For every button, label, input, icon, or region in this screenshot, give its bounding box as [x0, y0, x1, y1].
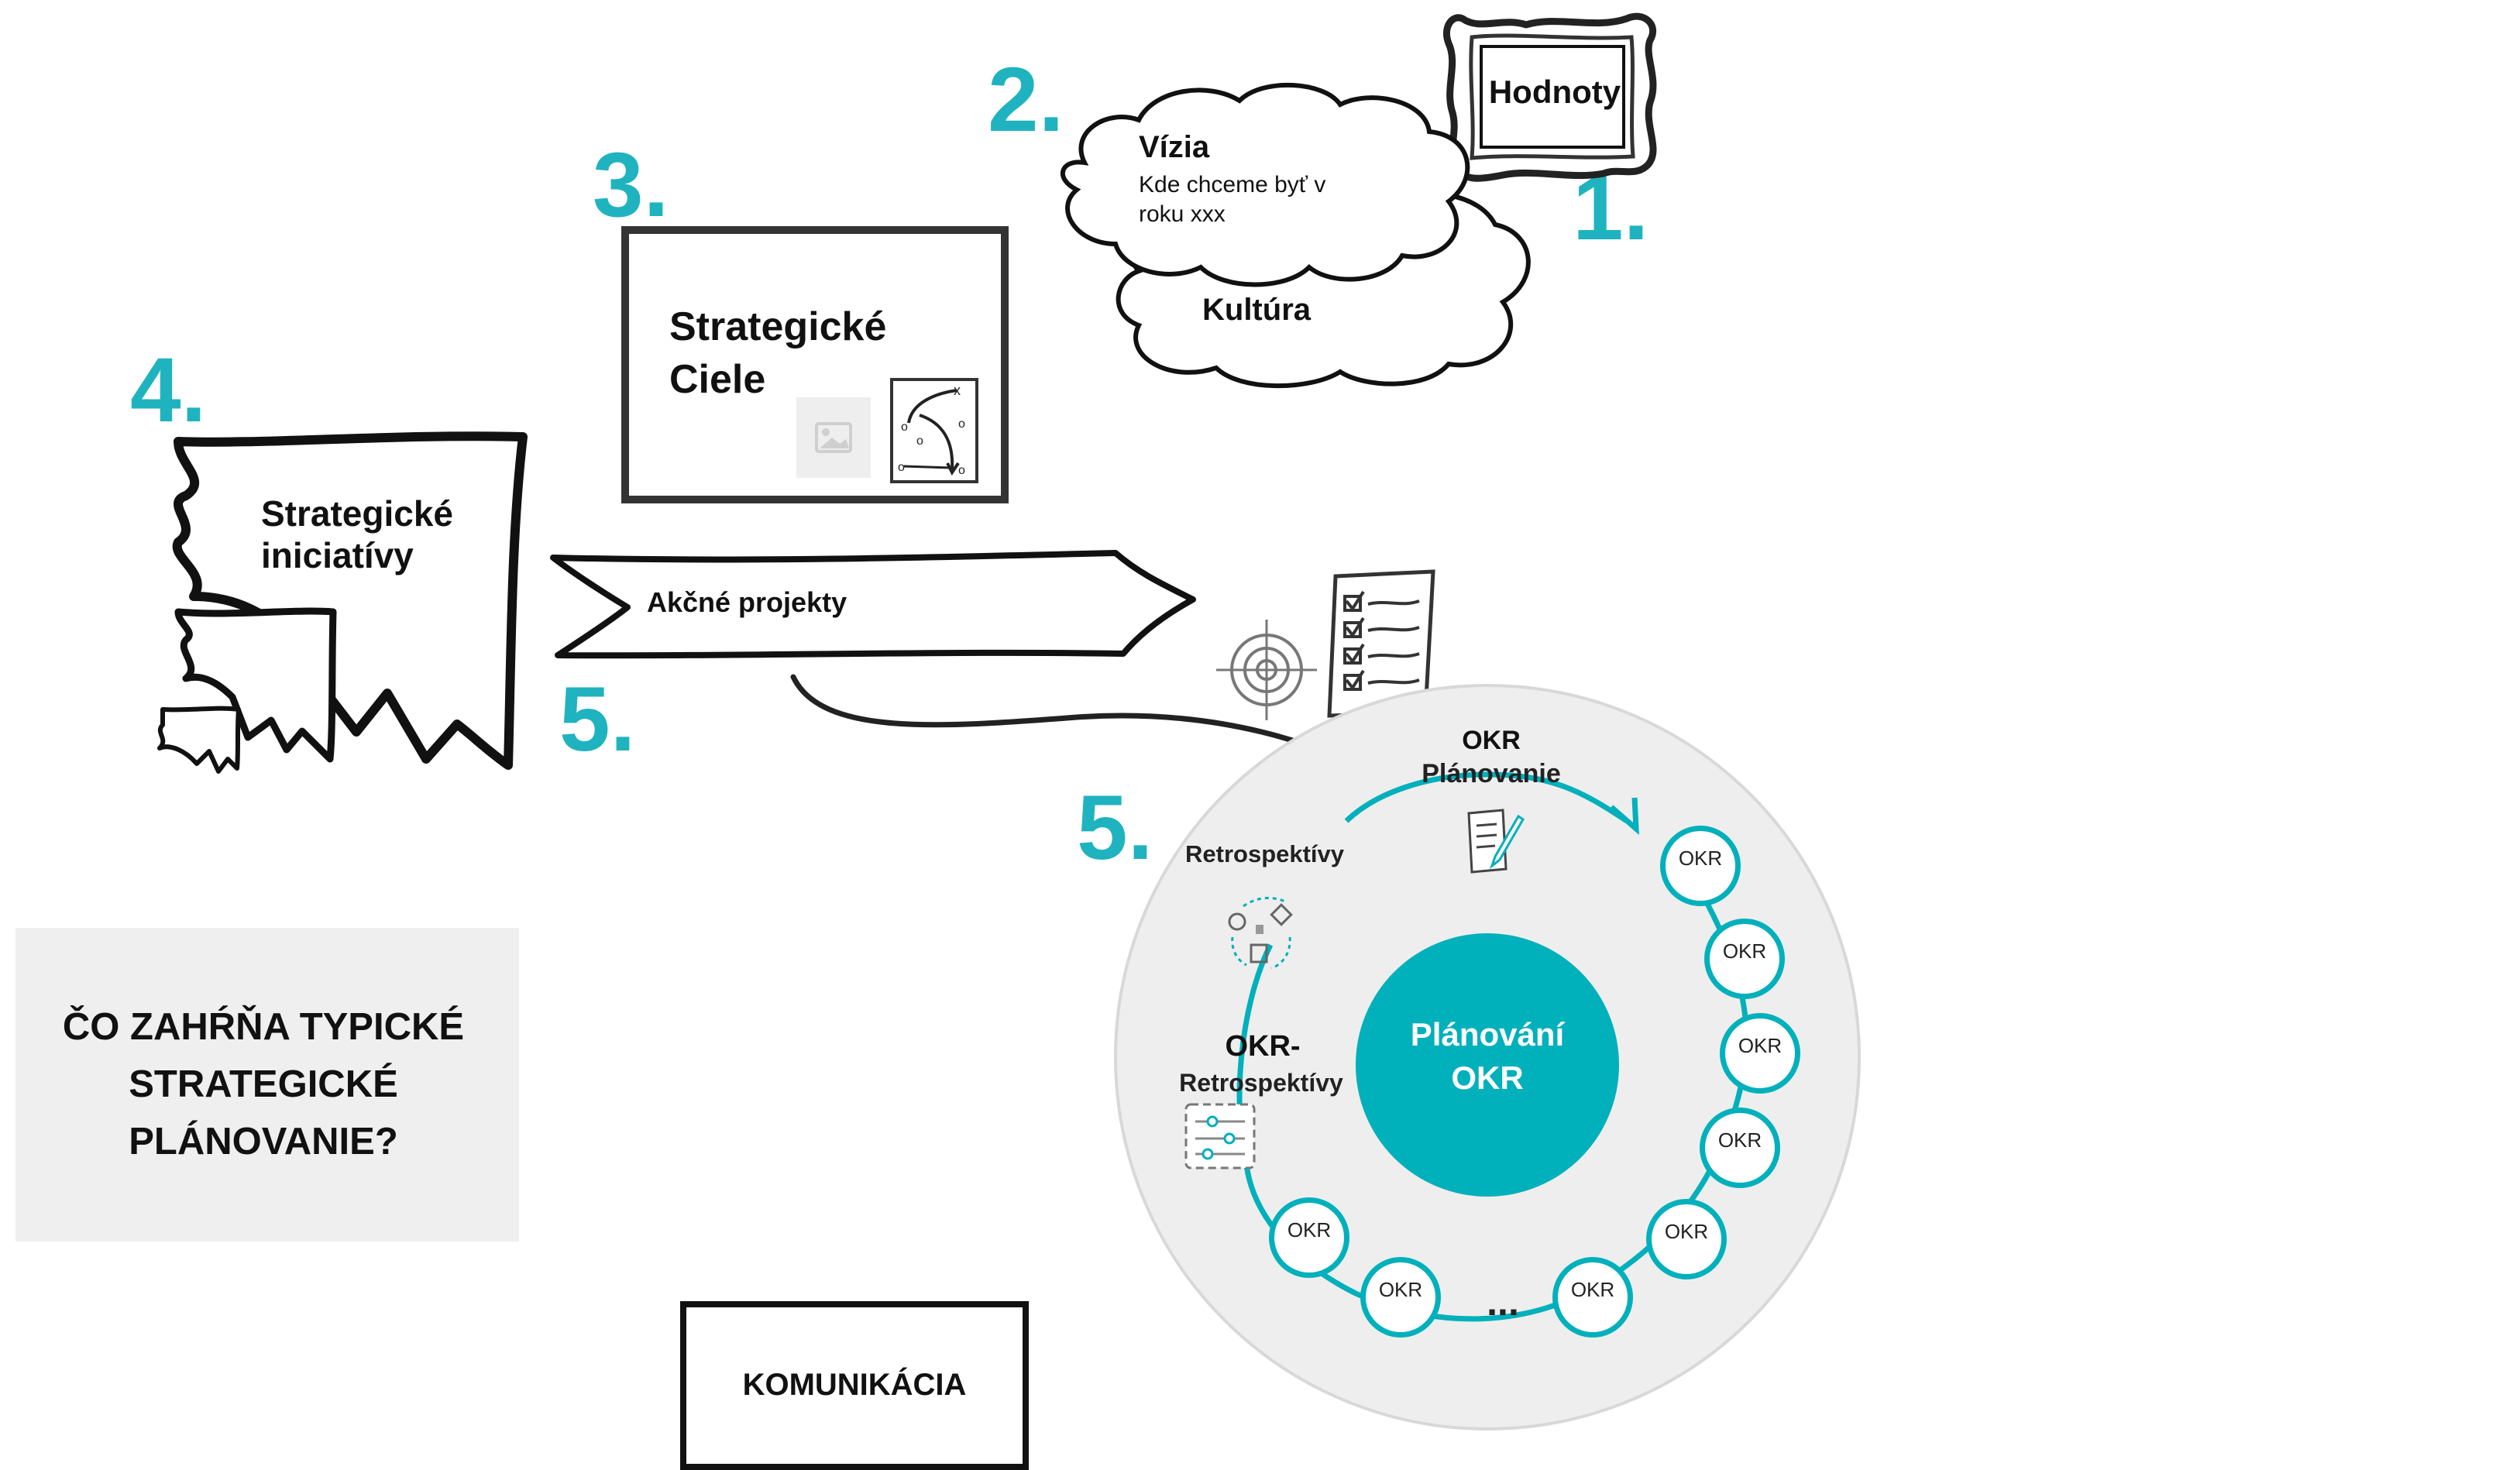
okr-node: OKR	[1720, 1013, 1800, 1094]
step-3-number: 3.	[593, 134, 669, 236]
image-placeholder-icon	[796, 397, 871, 478]
retro-label: Retrospektívy	[1185, 840, 1345, 867]
goals-title-line1: Strategické	[669, 304, 887, 349]
okr-planning-line2: Plánovanie	[1422, 759, 1561, 788]
okr-node: OKR	[1700, 1108, 1780, 1188]
target-icon	[1216, 620, 1317, 720]
question-line1: ČO ZAHŔŇA TYPICKÉ	[62, 1006, 465, 1048]
step-2-number: 2.	[988, 49, 1064, 151]
okr-node: OKR	[1646, 1199, 1727, 1279]
strategy-play-icon: x o o o o o	[890, 378, 978, 483]
okr-center-line1: Plánování	[1410, 1016, 1565, 1053]
pencil-paper-icon	[1467, 809, 1525, 874]
sliders-board-icon	[1184, 1103, 1256, 1169]
step-5-number-projects: 5.	[559, 668, 636, 771]
okr-retro-line2: Retrospektívy	[1179, 1069, 1343, 1097]
okr-ellipsis: ...	[1487, 1280, 1519, 1324]
okr-node-label: OKR	[1287, 1218, 1332, 1242]
picture-frame-icon	[1442, 12, 1657, 182]
retro-cards-icon	[1228, 897, 1293, 970]
svg-text:o: o	[901, 421, 908, 434]
okr-center-line2: OKR	[1451, 1060, 1524, 1096]
okr-node: OKR	[1269, 1197, 1349, 1278]
okr-node-label: OKR	[1570, 1278, 1615, 1301]
vision-text: Kde chceme byť v roku xxx	[1139, 172, 1326, 227]
okr-node-label: OKR	[1378, 1278, 1423, 1301]
initiatives-title-line2: iniciatívy	[261, 535, 414, 575]
svg-text:o: o	[916, 434, 923, 448]
okr-node: OKR	[1660, 826, 1741, 906]
okr-node-label: OKR	[1678, 847, 1723, 870]
question-box	[15, 928, 519, 1242]
okr-node: OKR	[1360, 1257, 1441, 1338]
svg-text:o: o	[898, 461, 905, 474]
goals-title-line2: Ciele	[669, 357, 766, 402]
projects-label: Akčné projekty	[647, 586, 847, 618]
checklist-icon	[1327, 569, 1435, 718]
vision-title: Vízia	[1139, 130, 1210, 164]
initiatives-shape	[157, 431, 528, 774]
step-4-number: 4.	[130, 339, 207, 441]
okr-node: OKR	[1704, 919, 1785, 999]
okr-node-label: OKR	[1722, 939, 1767, 963]
okr-node-label: OKR	[1717, 1128, 1762, 1152]
okr-planning-line1: OKR	[1462, 726, 1521, 755]
okr-node-label: OKR	[1664, 1220, 1709, 1243]
svg-text:x: x	[954, 383, 961, 398]
arrow-icon	[550, 550, 1196, 659]
okr-node-label: OKR	[1738, 1034, 1783, 1057]
communication-label: KOMUNIKÁCIA	[742, 1368, 967, 1402]
question-line3: PLÁNOVANIE?	[129, 1121, 398, 1163]
cloud-icon	[1060, 82, 1531, 389]
okr-node: OKR	[1552, 1257, 1633, 1338]
values-label: Hodnoty	[1488, 74, 1621, 110]
communication-box	[680, 1301, 1029, 1470]
question-line2: STRATEGICKÉ	[129, 1063, 398, 1105]
initiatives-title-line1: Strategické	[261, 493, 454, 534]
okr-retro-line1: OKR-	[1225, 1030, 1301, 1063]
culture-label: Kultúra	[1202, 293, 1311, 327]
step-5-number-okr: 5.	[1077, 777, 1153, 879]
svg-text:o: o	[958, 417, 965, 431]
svg-text:o: o	[958, 464, 965, 477]
okr-center-circle	[1356, 933, 1619, 1197]
